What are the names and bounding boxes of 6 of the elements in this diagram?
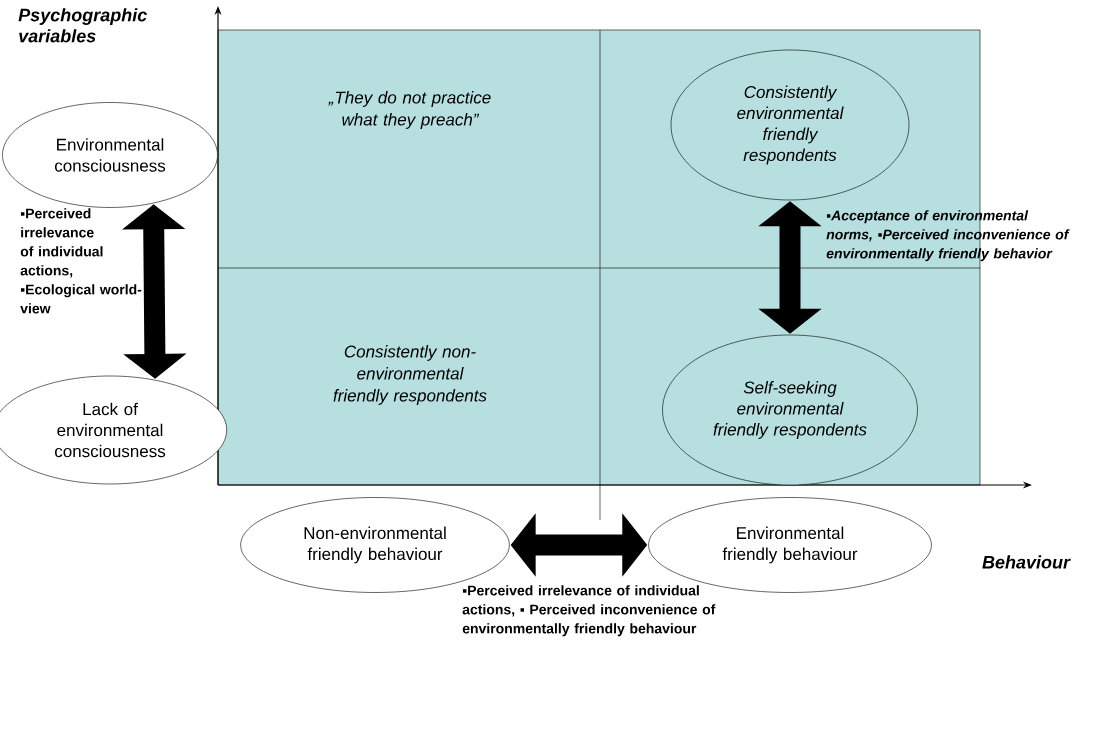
axis-title: Psychographic variables <box>18 8 147 43</box>
quadrant-text: Consistently non-environmental friendly respondents <box>333 345 487 405</box>
edge-label: ▪Acceptance of environmental norms, ▪Perceived inconvenience of environmentally friendly behavior <box>826 210 1070 262</box>
edge-label: ▪Perceived irrelevance of individual actions, ▪Ecological world-view <box>20 208 142 314</box>
axis-title: Behaviour <box>982 555 1071 569</box>
quadrant-text: „They do not practice what they preach” <box>328 91 491 129</box>
